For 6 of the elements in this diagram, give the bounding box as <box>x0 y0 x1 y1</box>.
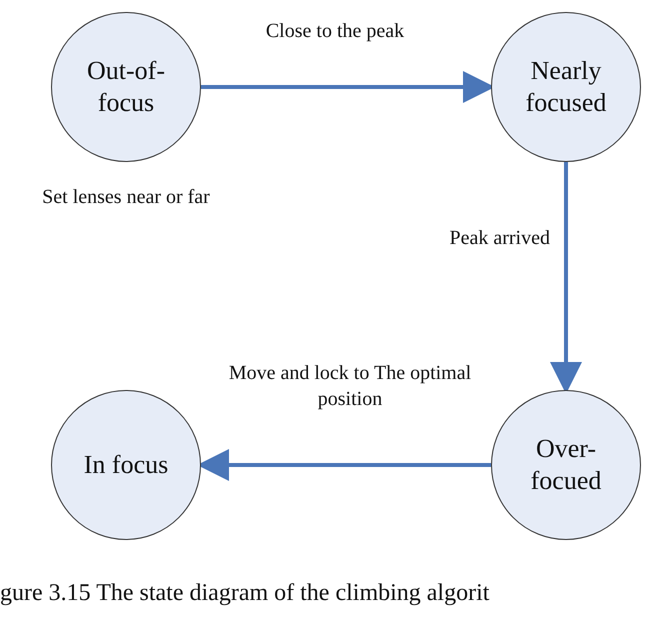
state-name: Out-of-focus <box>86 54 166 119</box>
state-name: Over-focued <box>530 432 602 497</box>
figure-caption: gure 3.15 The state diagram of the climbing algorit <box>0 579 490 608</box>
state-name: In focus <box>82 448 170 481</box>
state-name: Nearly focused <box>524 54 608 119</box>
state-note: Set lenses near or far <box>41 185 211 210</box>
